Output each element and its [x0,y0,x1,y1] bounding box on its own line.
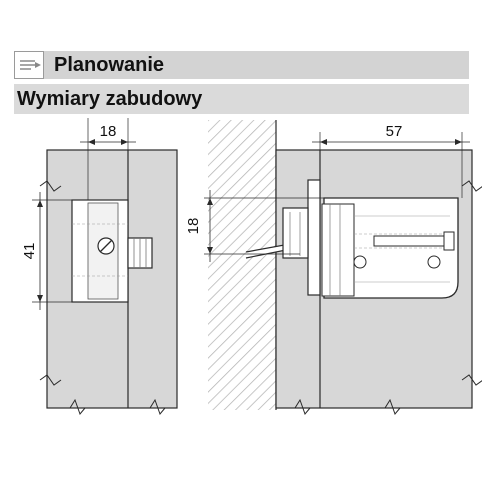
page-title: Planowanie [54,54,165,76]
left-view: 18 41 [21,118,178,415]
wall-section [208,120,276,410]
dim-height-left: 41 [21,243,38,260]
right-view: 18 57 [185,120,482,415]
dim-width-left: 18 [100,123,117,140]
document-arrow-icon [14,51,44,79]
dim-depth-right: 57 [386,123,403,140]
dim-height-right: 18 [185,218,202,235]
fixing-hole-2 [427,255,441,269]
wall-plate [307,179,321,296]
section-bar-planowanie [14,51,469,79]
section-bar-wymiary [14,84,469,114]
section-heading: Wymiary zabudowy [17,88,203,110]
fixing-hole-1 [353,255,367,269]
